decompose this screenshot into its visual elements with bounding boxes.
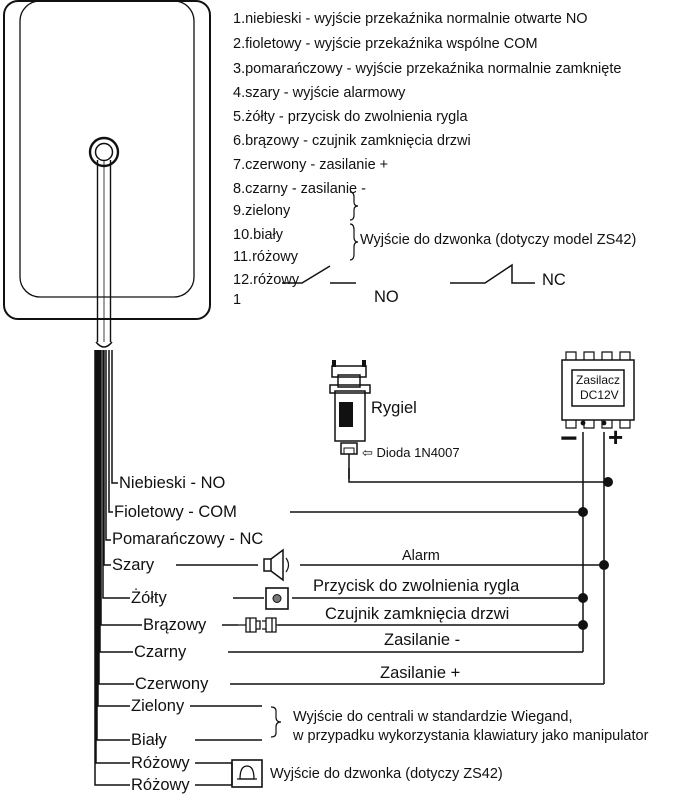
wire-czarny: Czarny xyxy=(134,643,187,661)
diode-label: ⇦ Dioda 1N4007 xyxy=(362,445,460,460)
wire-bialy: Biały xyxy=(131,731,167,749)
contact-nc-label: NC xyxy=(542,271,566,289)
legend-item-3: 3.pomarańczowy - wyjście przekaźnika nor… xyxy=(233,61,622,77)
wire-czerwony: Czerwony xyxy=(135,675,209,693)
connection-gnd: Zasilanie - xyxy=(384,631,461,649)
power-supply-label-1: Zasilacz xyxy=(576,373,621,387)
wiegand-note-line-2: w przypadku wykorzystania klawiatury jak… xyxy=(293,728,649,744)
legend-item-7: 7.czerwony - zasilanie + xyxy=(233,157,389,173)
legend-item-2: 2.fioletowy - wyjście przekaźnika wspóln… xyxy=(233,36,538,52)
junction-dot xyxy=(578,507,588,517)
wire-rozowy-2: Różowy xyxy=(131,776,190,794)
legend-item-9: 9.zielony xyxy=(233,203,291,219)
legend-item-5: 5.żółty - przycisk do zwolnienia rygla xyxy=(233,109,468,125)
junction-dot xyxy=(603,477,613,487)
wire-pomaranczowy: Pomarańczowy - NC xyxy=(112,530,264,548)
lock-label: Rygiel xyxy=(371,399,417,417)
wire-zolty: Żółty xyxy=(131,589,167,607)
wire-fioletowy: Fioletowy - COM xyxy=(114,503,237,521)
lock-bolt xyxy=(339,402,353,427)
power-supply-label-2: DC12V xyxy=(580,388,619,402)
connection-alarm: Alarm xyxy=(402,548,440,564)
reader-face xyxy=(19,0,195,298)
legend-item-8: 8.czarny - zasilanie - xyxy=(233,181,366,197)
wire-niebieski: Niebieski - NO xyxy=(119,474,226,492)
legend-item-1: 1.niebieski - wyjście przekaźnika normal… xyxy=(233,11,588,27)
power-plus: + xyxy=(608,422,624,452)
connection-button: Przycisk do zwolnienia rygla xyxy=(313,577,520,595)
wire-zielony: Zielony xyxy=(131,697,185,715)
wiegand-note-line-1: Wyjście do centrali w standardzie Wiegan… xyxy=(293,709,573,725)
connection-sensor: Czujnik zamknięcia drzwi xyxy=(325,605,510,623)
bell-symbol xyxy=(231,759,263,788)
wire-szary: Szary xyxy=(112,556,155,574)
power-minus: − xyxy=(560,422,578,455)
junction-dot xyxy=(599,560,609,570)
contact-no-label: NO xyxy=(374,288,399,306)
bell-note: Wyjście do dzwonka (dotyczy ZS42) xyxy=(270,766,503,782)
legend-item-12: 12.różowy xyxy=(233,272,300,288)
legend-item-11: 11.różowy xyxy=(233,249,299,265)
legend-item-10: 10.biały xyxy=(233,227,283,243)
push-button-symbol xyxy=(265,587,289,610)
wire-brazowy: Brązowy xyxy=(143,616,207,634)
legend-bell-note: Wyjście do dzwonka (dotyczy model ZS42) xyxy=(360,232,637,248)
legend-item-6: 6.brązowy - czujnik zamknięcia drzwi xyxy=(233,133,471,149)
lock-body xyxy=(334,390,366,442)
contact-index: 1 xyxy=(233,292,242,308)
power-supply-symbol xyxy=(561,351,635,429)
junction-dot xyxy=(578,593,588,603)
connection-vcc: Zasilanie + xyxy=(380,664,461,682)
door-sensor-symbol xyxy=(238,617,278,633)
junction-dot xyxy=(578,620,588,630)
legend-item-4: 4.szary - wyjście alarmowy xyxy=(233,85,406,101)
alarm-speaker-symbol xyxy=(263,548,290,582)
wire-rozowy-1: Różowy xyxy=(131,754,190,772)
